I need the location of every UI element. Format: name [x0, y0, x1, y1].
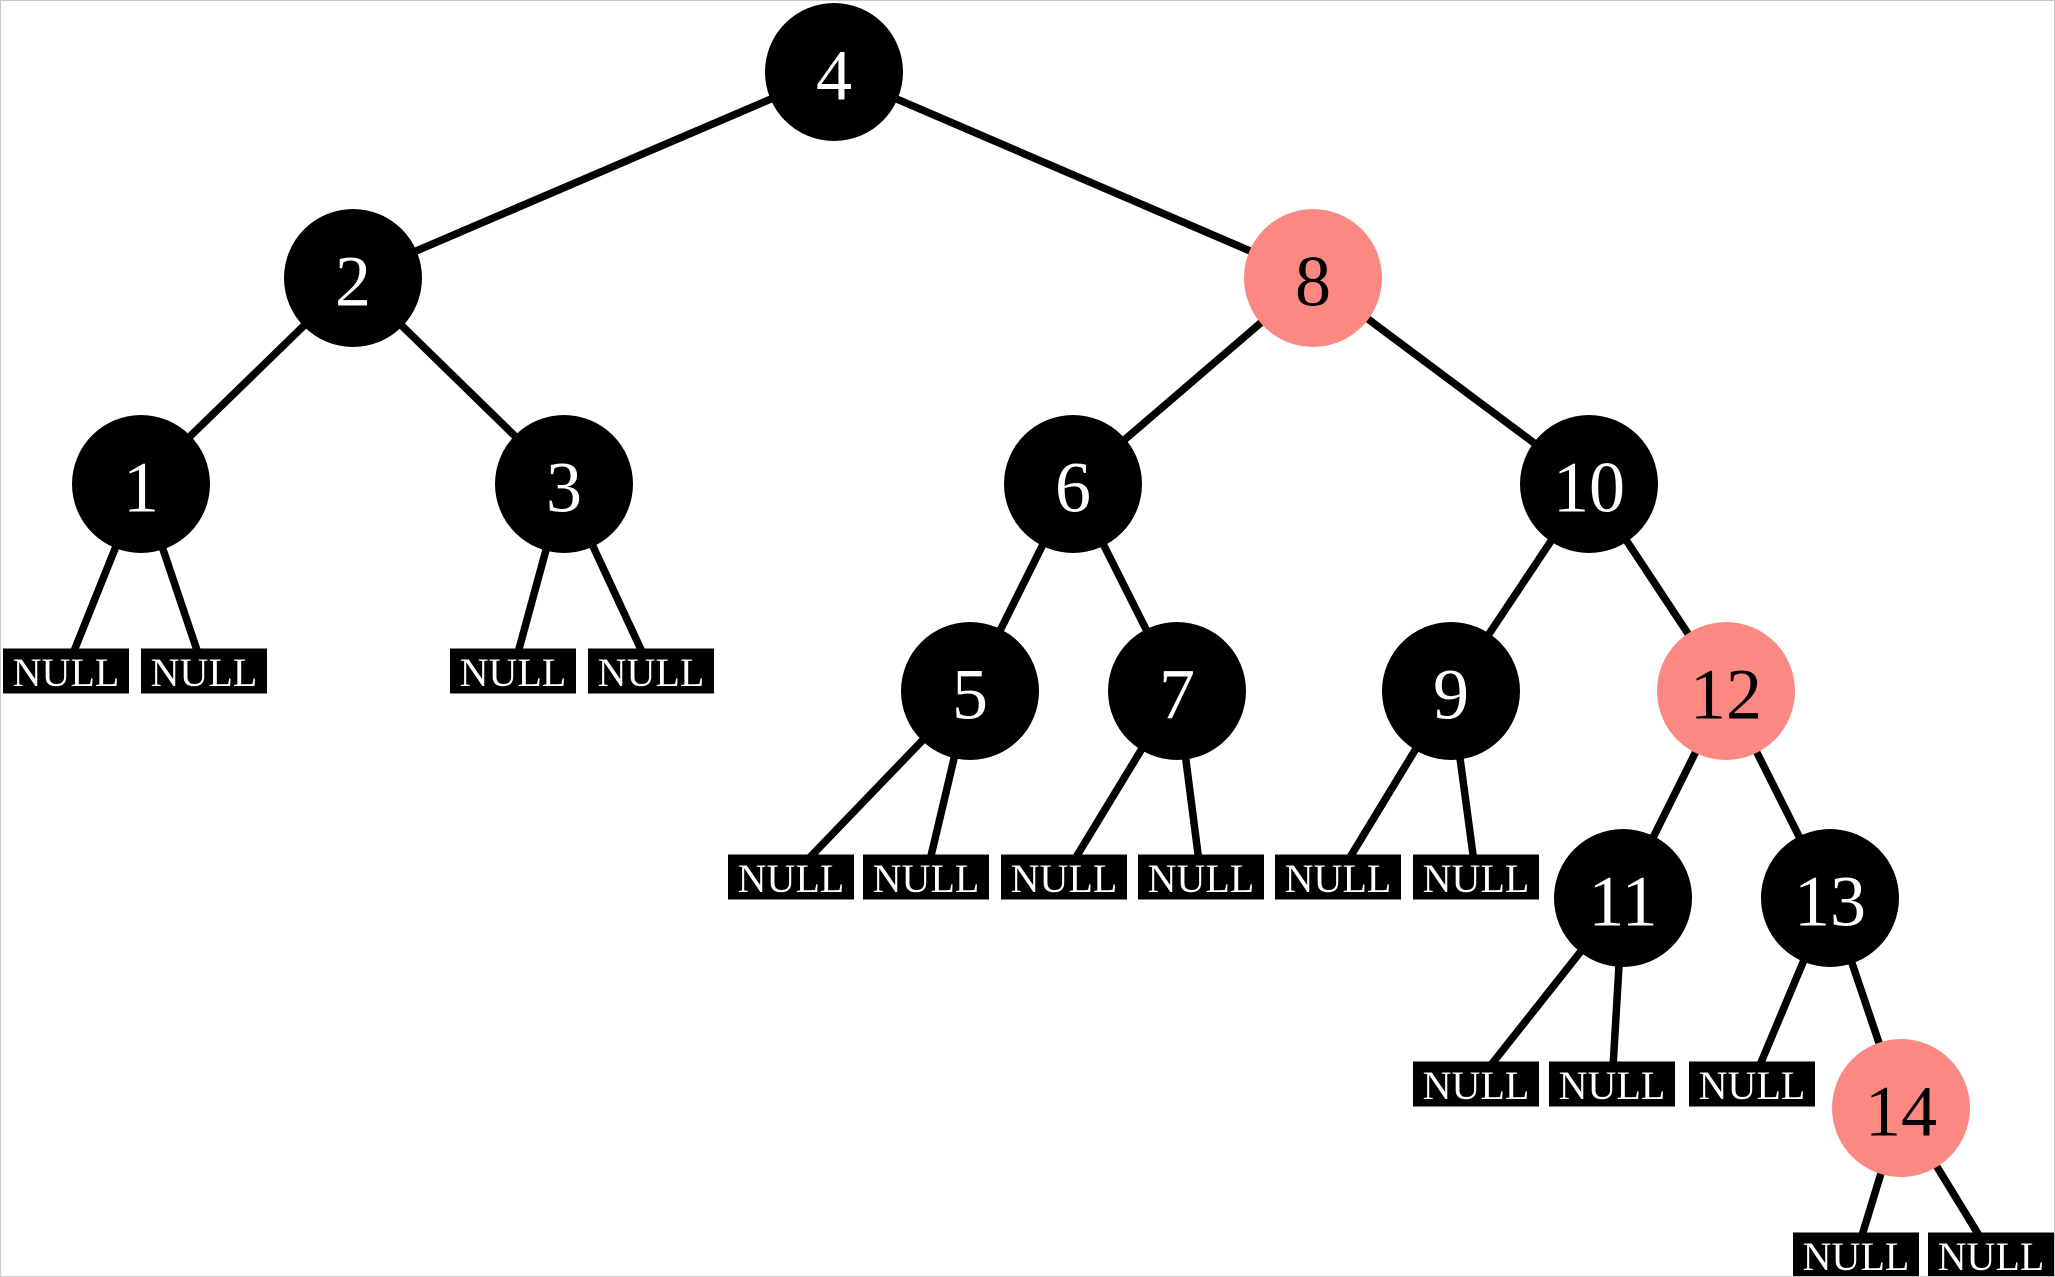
- tree-node-5: 5: [901, 622, 1039, 760]
- null-leaf-box: [728, 854, 854, 900]
- null-leaf-box: [3, 648, 129, 694]
- null-leaf-box: [588, 648, 714, 694]
- tree-node-4: 4: [765, 3, 903, 141]
- node-circle-black: [1382, 622, 1520, 760]
- null-leaf-n7R: NULL: [1138, 854, 1264, 901]
- null-leaf-n11R: NULL: [1549, 1061, 1675, 1108]
- null-leaf-n7L: NULL: [1001, 854, 1127, 901]
- null-leaf-box: [1001, 854, 1127, 900]
- null-leaf-box: [1138, 854, 1264, 900]
- node-circle-black: [495, 415, 633, 553]
- node-circle-black: [901, 622, 1039, 760]
- null-leaf-box: [450, 648, 576, 694]
- null-leaf-n14L: NULL: [1793, 1232, 1919, 1276]
- null-leaf-n3R: NULL: [588, 648, 714, 695]
- node-circle-red: [1244, 209, 1382, 347]
- node-circle-black: [1520, 415, 1658, 553]
- tree-edge-4-2: [351, 68, 836, 282]
- null-leaf-n1R: NULL: [141, 648, 267, 695]
- null-leaf-box: [141, 648, 267, 694]
- tree-node-2: 2: [284, 209, 422, 347]
- tree-node-1: 1: [72, 415, 210, 553]
- null-leaf-n5L: NULL: [728, 854, 854, 901]
- tree-node-13: 13: [1761, 829, 1899, 967]
- node-circle-black: [1108, 622, 1246, 760]
- null-leaf-n11L: NULL: [1413, 1061, 1539, 1108]
- null-leaf-n13L: NULL: [1689, 1061, 1815, 1108]
- node-circle-black: [284, 209, 422, 347]
- null-leaf-n9L: NULL: [1275, 854, 1401, 901]
- tree-node-8: 8: [1244, 209, 1382, 347]
- tree-node-14: 14: [1832, 1039, 1970, 1177]
- null-leaf-n3L: NULL: [450, 648, 576, 695]
- tree-edge-4-8: [832, 68, 1315, 282]
- null-leaf-box: [1413, 854, 1539, 900]
- node-circle-black: [1004, 415, 1142, 553]
- node-circle-red: [1657, 622, 1795, 760]
- tree-node-7: 7: [1108, 622, 1246, 760]
- tree-node-10: 10: [1520, 415, 1658, 553]
- tree-node-3: 3: [495, 415, 633, 553]
- node-circle-black: [1761, 829, 1899, 967]
- null-leaf-n14R: NULL: [1928, 1232, 2054, 1276]
- null-leaf-box: [1689, 1061, 1815, 1107]
- tree-node-12: 12: [1657, 622, 1795, 760]
- null-leaf-box: [1928, 1232, 2054, 1276]
- tree-node-6: 6: [1004, 415, 1142, 553]
- node-circle-black: [765, 3, 903, 141]
- null-leaf-n1L: NULL: [3, 648, 129, 695]
- node-circle-red: [1832, 1039, 1970, 1177]
- node-circle-black: [72, 415, 210, 553]
- tree-node-11: 11: [1554, 829, 1692, 967]
- null-leaf-n9R: NULL: [1413, 854, 1539, 901]
- null-leaf-n5R: NULL: [863, 854, 989, 901]
- null-leaf-box: [1413, 1061, 1539, 1107]
- null-leaf-box: [1549, 1061, 1675, 1107]
- node-circle-black: [1554, 829, 1692, 967]
- tree-node-9: 9: [1382, 622, 1520, 760]
- null-leaf-box: [863, 854, 989, 900]
- null-leaf-box: [1793, 1232, 1919, 1276]
- null-leaf-box: [1275, 854, 1401, 900]
